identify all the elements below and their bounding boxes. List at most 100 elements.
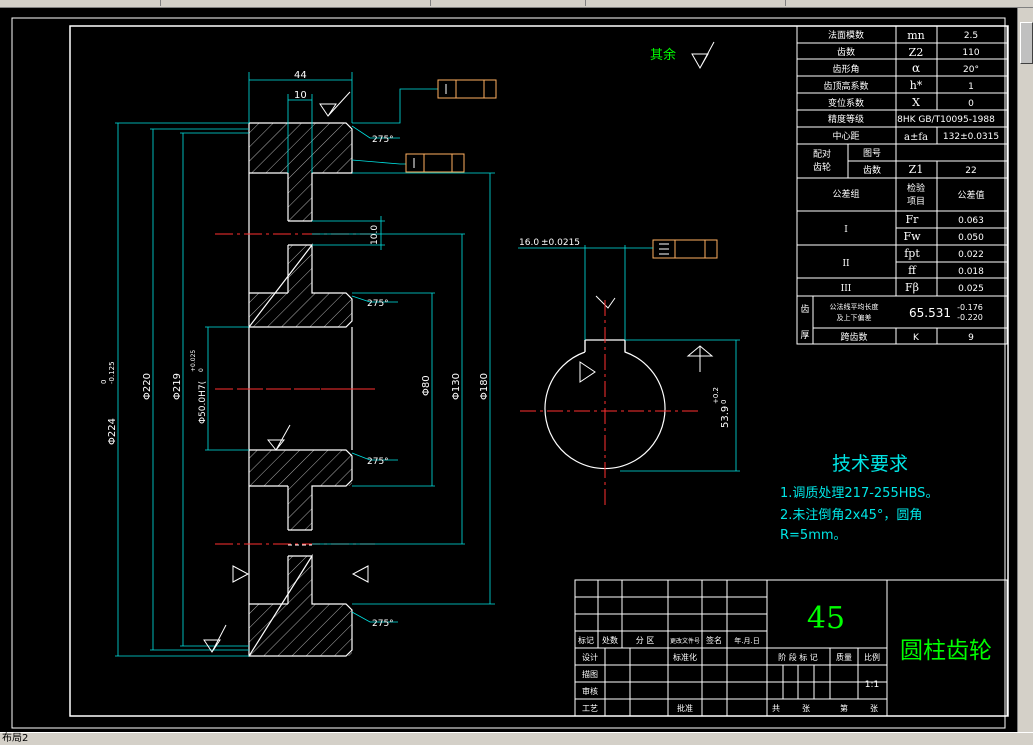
param-val-2: 20° (963, 65, 979, 75)
toolbar (0, 0, 1033, 8)
mate-symbol: Z1 (909, 163, 924, 176)
dim-10: 10 (294, 90, 307, 101)
tb-no: 第 (840, 703, 848, 713)
tb-doc-no: 更改文件号 (670, 637, 700, 645)
dim-275-3: 275° (367, 457, 389, 467)
dim-key-width: 16.0 (519, 238, 539, 248)
tb-draw: 描图 (582, 669, 598, 679)
inner-frame (69, 25, 1009, 717)
span-value: 9 (968, 333, 974, 343)
tol-val-1: 0.050 (958, 233, 984, 243)
toolbar-segment[interactable] (160, 0, 431, 6)
common-normal-value: 65.531 (909, 306, 951, 320)
common-normal-upper: -0.176 (957, 303, 983, 312)
tol-group-II: II (842, 259, 850, 269)
dim-275-2: 275° (367, 299, 389, 309)
param-name-2: 齿形角 (832, 63, 859, 75)
dim-bore-upper: +0.025 (190, 350, 197, 372)
tb-sign: 签名 (706, 635, 722, 645)
tech-line-1: 1.调质处理217-255HBS。 (780, 486, 938, 501)
dim-275-1: 275° (372, 135, 394, 145)
param-sym-4: X (912, 96, 920, 109)
dim-44: 44 (294, 70, 307, 81)
layout-tab[interactable]: 布局2 (2, 733, 29, 744)
dim-tip-upper: 0 (100, 380, 108, 384)
vertical-scrollbar[interactable] (1017, 8, 1033, 732)
tb-stage: 阶 段 标 记 (778, 652, 818, 662)
tb-design: 设计 (582, 652, 598, 662)
tol-val-3: 0.018 (958, 267, 984, 277)
tol-sym-1: Fw (903, 230, 921, 243)
param-sym-0: mn (907, 29, 925, 42)
tb-ratio: 比例 (864, 652, 880, 662)
span-symbol: K (913, 333, 920, 343)
param-val-0: 2.5 (964, 31, 978, 41)
param-name-0: 法面模数 (828, 29, 864, 41)
tol-sym-4: Fβ (905, 281, 919, 294)
status-bar: 布局2 (0, 732, 1033, 745)
tol-sym-0: Fr (906, 213, 920, 226)
dim-d180: Φ180 (479, 373, 490, 400)
tol-sym-3: ff (908, 264, 917, 277)
tb-date: 年.月.日 (734, 636, 759, 645)
common-normal-label-1: 公法线平均长度 (830, 302, 879, 311)
dim-d130: Φ130 (451, 373, 462, 400)
tb-weight: 质量 (836, 652, 852, 662)
tb-mark: 标记 (578, 635, 594, 645)
scrollbar-thumb[interactable] (1020, 22, 1033, 64)
material-45: 45 (807, 601, 845, 636)
tol-sym-2: fpt (904, 247, 920, 260)
tb-standard: 标准化 (673, 652, 697, 662)
dim-key-width-tol: ±0.0215 (541, 238, 580, 248)
dimension-lines (115, 72, 495, 657)
drawing-canvas[interactable]: 其余 44 10 275° 275° 275° 275° 10.0 Φ224 0… (0, 8, 1017, 732)
parameter-table: 法面模数 齿数 齿形角 齿顶高系数 变位系数 精度等级 中心距 mn Z2 α … (796, 25, 1008, 345)
tb-process: 工艺 (582, 704, 598, 713)
toolbar-segment[interactable] (585, 0, 786, 6)
tb-sheet-2: 张 (870, 704, 878, 713)
common-normal-lower: -0.220 (957, 313, 983, 322)
gear-drawing: 其余 44 10 275° 275° 275° 275° 10.0 Φ224 0… (11, 17, 1009, 729)
toolbar-segment[interactable] (0, 0, 161, 6)
gear-section (215, 122, 375, 657)
tech-title: 技术要求 (832, 453, 908, 475)
tb-zone: 分 区 (636, 636, 655, 645)
tol-value-header: 公差值 (957, 189, 984, 201)
mate-label-1: 配对 (813, 148, 831, 160)
param-name-3: 齿顶高系数 (823, 80, 868, 92)
dim-bore-lower: 0 (198, 368, 205, 372)
precision-value: 8HK GB/T10095-1988 (897, 115, 995, 125)
dim-tip-diameter: Φ224 (107, 418, 118, 445)
dim-d220: Φ220 (142, 373, 153, 400)
mate-value: 22 (965, 166, 976, 176)
dim-key-height-upper: +0.2 (712, 387, 720, 404)
surface-rest-note: 其余 (650, 47, 676, 63)
param-sym-2: α (912, 61, 920, 75)
dim-bore: Φ50.0H7( (198, 381, 208, 424)
tech-line-2: 2.未注倒角2x45°，圆角 (780, 508, 922, 523)
outer-frame (11, 17, 1006, 729)
drawing-no-label: 图号 (863, 148, 881, 159)
precision-label: 精度等级 (828, 113, 864, 125)
dim-key-height: 53.9 (720, 406, 731, 428)
tech-line-3: R=5mm。 (780, 528, 847, 543)
tb-total: 共 (772, 704, 780, 713)
hub-end-view: 16.0 ±0.0215 53.9 +0.2 0 (518, 238, 740, 505)
param-sym-1: Z2 (909, 46, 924, 59)
toolbar-segment[interactable] (430, 0, 586, 6)
center-value: 132±0.0315 (943, 132, 999, 142)
param-val-4: 0 (968, 99, 974, 109)
check-item-1: 检验 (907, 182, 925, 194)
tol-group-header: 公差组 (832, 188, 859, 200)
part-name: 圆柱齿轮 (900, 638, 992, 664)
side-label-1: 齿 (800, 304, 809, 315)
tooth-count-label: 齿数 (863, 164, 881, 176)
dim-tip-lower: -0.125 (108, 361, 116, 384)
tb-count: 处数 (602, 635, 618, 645)
tolerance-frames (405, 79, 718, 259)
dim-key-height-lower: 0 (720, 400, 728, 404)
dim-d219: Φ219 (172, 373, 183, 400)
center-label: 中心距 (832, 130, 859, 142)
tol-val-0: 0.063 (958, 216, 984, 226)
tb-sheet: 张 (802, 704, 810, 713)
